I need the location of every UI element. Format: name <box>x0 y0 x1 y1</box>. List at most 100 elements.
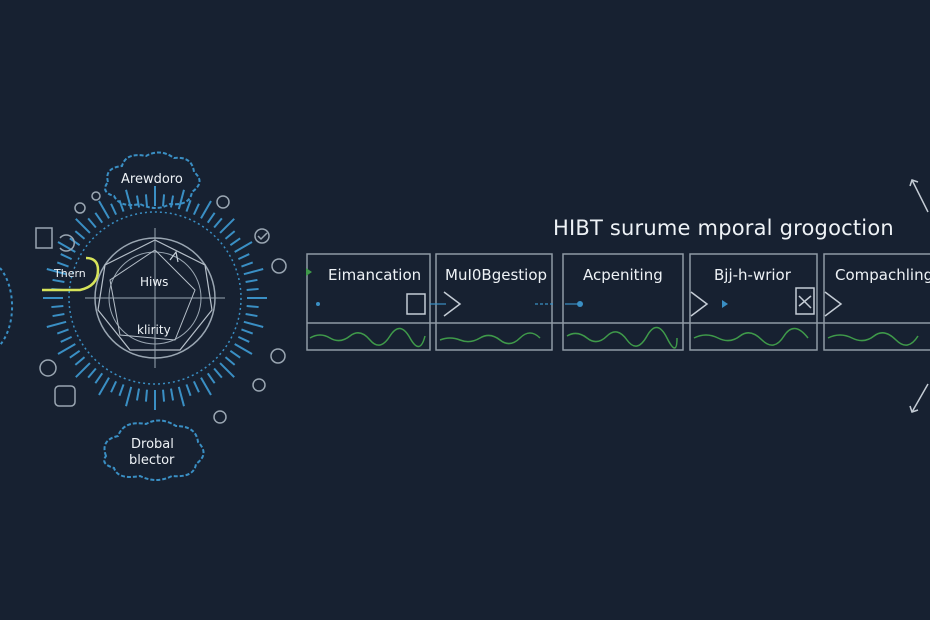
chevron-right-icon <box>690 291 709 317</box>
arrow-icon <box>722 300 728 308</box>
hub-tick <box>234 241 253 253</box>
stage-label-2: MuI0Bgestiop <box>445 266 548 284</box>
hub-tick <box>74 230 86 240</box>
bottom-cloud-label-line2: blector <box>129 453 175 468</box>
arc-icon <box>59 234 75 252</box>
bottom-cloud-label-line1: Drobal <box>131 437 174 452</box>
stage-box-4 <box>689 253 818 351</box>
top-cloud <box>104 151 201 209</box>
hub-tick <box>87 367 97 379</box>
hub-tick <box>75 218 91 234</box>
hub-tick <box>243 320 264 328</box>
hub-mark <box>169 250 179 263</box>
hub-tick <box>60 335 73 343</box>
hub-tick <box>46 268 67 276</box>
hub-tick <box>213 217 223 229</box>
hub-tick <box>52 312 65 318</box>
hub-tick <box>162 194 166 207</box>
hub-tick <box>213 367 223 379</box>
hub-tick <box>177 189 185 210</box>
stage-frames <box>306 253 930 351</box>
connector-box-icon <box>406 293 426 315</box>
left-tag-label: Thern <box>54 267 86 280</box>
arrow-icon <box>306 268 312 276</box>
stage-box-3 <box>562 253 684 351</box>
hub-tick <box>185 199 192 212</box>
stage-box-1 <box>306 253 431 351</box>
yellow-hook <box>42 256 100 292</box>
hub-tick <box>75 362 91 378</box>
left-partial-ring <box>0 267 14 346</box>
stage-label-3: Acpeniting <box>583 266 663 284</box>
hub-tick <box>200 377 212 396</box>
hub-tick <box>177 386 185 407</box>
top-cloud-label: Arewdoro <box>121 172 183 187</box>
waveform-4 <box>693 327 809 346</box>
hub-tick <box>229 237 241 247</box>
gear-icon <box>213 410 227 424</box>
hub-tick <box>74 356 86 366</box>
stage-box-5 <box>823 253 930 351</box>
hub-tick <box>246 305 259 309</box>
hub-tick <box>60 253 73 261</box>
hub-tick <box>144 389 148 402</box>
gear-icon <box>252 378 266 392</box>
hub-tick <box>98 377 110 396</box>
hub-tick <box>110 203 118 216</box>
hub-tick <box>135 195 141 208</box>
arrow-head-icon <box>909 179 919 187</box>
hub-tick <box>241 261 254 268</box>
hub-tick <box>162 389 166 402</box>
hub-tick <box>169 388 175 401</box>
hub-tick <box>118 199 125 212</box>
hub-tick <box>237 253 250 261</box>
hub-tick <box>144 194 148 207</box>
hub-tick <box>46 320 67 328</box>
hub-tick <box>241 328 254 335</box>
waveform-5 <box>827 332 919 346</box>
hub-tick <box>57 241 76 253</box>
hub-tick <box>206 372 216 384</box>
hub-tick <box>87 217 97 229</box>
gear-icon <box>216 195 230 209</box>
hub-tick <box>192 380 200 393</box>
cross-icon <box>798 295 812 309</box>
hub-tick <box>185 384 192 397</box>
hub-tick <box>110 380 118 393</box>
gear-icon <box>91 191 101 201</box>
diagonal-arrow-bottom <box>911 383 929 413</box>
hub-tick <box>206 212 216 224</box>
chevron-right-icon <box>824 291 843 317</box>
stage-label-5: Compachling <box>835 266 930 284</box>
hub-tick <box>219 218 235 234</box>
hub-tick <box>125 189 133 210</box>
hub-tick <box>224 356 236 366</box>
hub-center-bottom-label: klirity <box>137 323 171 337</box>
hub-tick <box>234 343 253 355</box>
check-circle-icon <box>254 228 270 244</box>
document-icon <box>35 227 53 249</box>
hub-tick <box>169 195 175 208</box>
hub-tick <box>125 386 133 407</box>
hub-tick <box>56 328 69 335</box>
stage-label-1: Eimancation <box>328 266 422 284</box>
hub-tick <box>237 335 250 343</box>
hub-tick <box>52 278 65 284</box>
hub-tick <box>243 268 264 276</box>
play-circle-icon <box>271 258 287 274</box>
connector-box-icon <box>795 287 815 315</box>
bottom-cloud <box>103 419 205 481</box>
settings-icon <box>270 348 286 364</box>
hub-tick <box>94 372 104 384</box>
hub-tick <box>57 343 76 355</box>
globe-icon <box>39 359 57 377</box>
arrow-head-icon <box>909 405 919 413</box>
diagram-title: HIBT surume mporal grogoction <box>553 216 894 240</box>
hub-tick <box>51 305 64 309</box>
stage-label-4: Bjj-h-wrior <box>714 266 791 284</box>
hub-tick <box>200 200 212 219</box>
hub-tick <box>224 230 236 240</box>
waveform-3 <box>566 326 678 349</box>
hub-dashed-ring <box>68 211 242 385</box>
